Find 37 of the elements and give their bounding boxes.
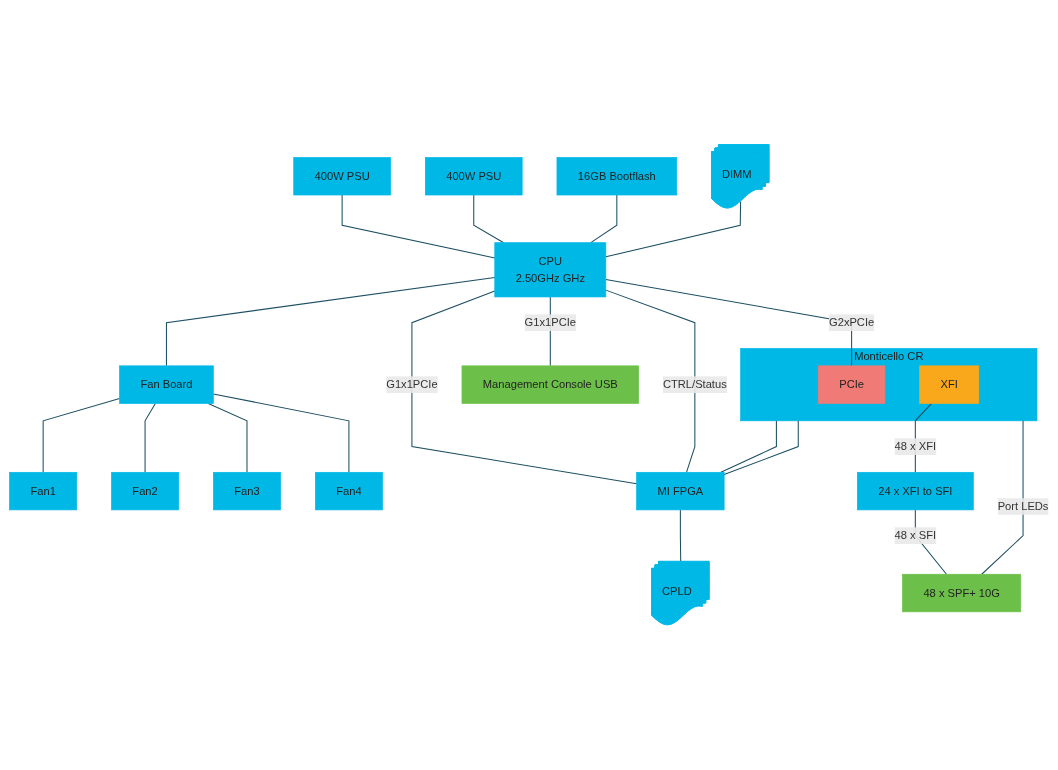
node-box: Fan4 (315, 472, 383, 511)
connector (605, 201, 742, 258)
node-box: 16GB Bootflash (556, 157, 678, 196)
connector (341, 194, 496, 259)
node-box: PCIe (818, 365, 886, 405)
node-box: Fan1 (9, 472, 78, 511)
node-box: CPU 2.50GHz GHz (494, 242, 607, 298)
node-box: XFI (919, 365, 980, 405)
connector (207, 403, 248, 474)
node-box: 400W PSU (293, 157, 391, 196)
node-box: 400W PSU (425, 157, 523, 196)
node-box: 24 x XFI to SFI (856, 472, 974, 511)
connector (723, 420, 799, 476)
connector (212, 393, 350, 474)
node-box: Fan Board (119, 365, 214, 405)
edge-label: G2xPCIe (829, 316, 875, 329)
edge-label: G1x1PCIe (386, 378, 438, 391)
connector (411, 290, 638, 485)
connector (720, 420, 777, 474)
edge-label: Port LEDs (997, 500, 1049, 513)
edge-label: 48 x XFI (894, 440, 937, 453)
connector (605, 279, 853, 367)
connector (42, 398, 121, 474)
connector (590, 194, 618, 244)
edge-label: CTRL/Status (662, 378, 727, 391)
connector (981, 420, 1024, 576)
connector (165, 277, 496, 367)
connector (605, 289, 696, 474)
connector (144, 403, 156, 474)
node-box: Fan2 (111, 472, 179, 511)
connector (679, 509, 682, 563)
node-box: Management Console USB (461, 365, 639, 405)
node-box: Fan3 (213, 472, 281, 511)
edge-label: G1x1PCIe (524, 316, 576, 329)
edge-label: 48 x SFI (894, 529, 937, 542)
node-box: MI FPGA (636, 472, 725, 511)
node-box: 48 x SPF+ 10G (902, 574, 1022, 613)
